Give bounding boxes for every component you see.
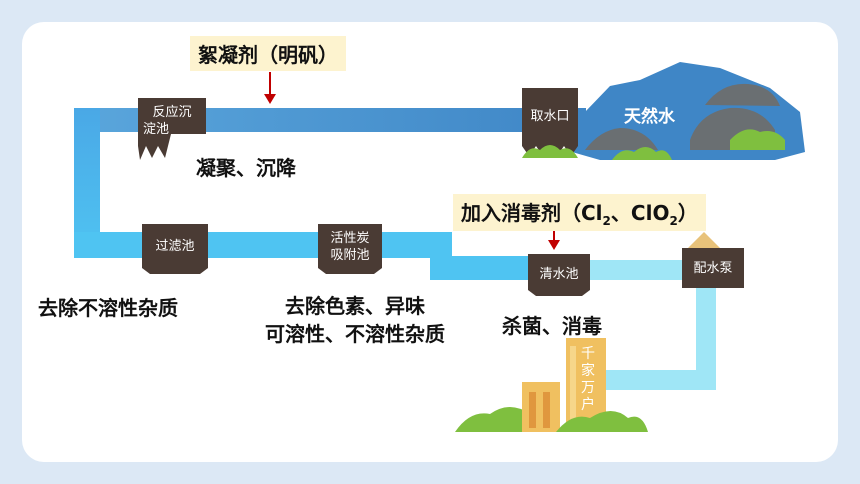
intake-box xyxy=(522,88,578,156)
town-scenery xyxy=(455,338,648,432)
filter-box xyxy=(142,224,208,274)
pipe-to-town xyxy=(600,370,716,390)
reaction-label-line1: 反应沉 xyxy=(152,105,192,120)
disinfectant-sub2: 2 xyxy=(669,214,678,228)
filter-label: 过滤池 xyxy=(155,239,195,254)
coagulate-settle-label: 凝聚、沉降 xyxy=(196,156,296,180)
pump-box xyxy=(682,248,744,288)
disinfectant-callout: 加入消毒剂（Cl2、ClO2） xyxy=(453,194,706,231)
reaction-label: 反应沉 淀池 xyxy=(138,104,206,138)
carbon-box xyxy=(318,224,382,274)
pump-roof xyxy=(688,232,720,248)
disinfectant-sub1: 2 xyxy=(602,214,611,228)
station-shapes xyxy=(138,88,744,296)
reaction-box xyxy=(138,98,206,160)
carbon-label: 活性炭 吸附池 xyxy=(318,230,382,264)
intake-label: 取水口 xyxy=(530,109,570,124)
households-label: 千家万户 xyxy=(581,346,595,413)
natural-water-scenery xyxy=(565,62,805,160)
remove-insoluble-label: 去除不溶性杂质 xyxy=(38,296,178,320)
reaction-label-line2: 淀池 xyxy=(143,122,170,137)
grass xyxy=(522,145,672,160)
carbon-label-line1: 活性炭 xyxy=(330,231,370,246)
pipe-lower xyxy=(430,256,538,280)
disinfectant-suffix: ） xyxy=(677,201,698,225)
clear-label: 清水池 xyxy=(539,267,579,282)
pump-label: 配水泵 xyxy=(693,261,733,276)
natural-water-label: 天然水 xyxy=(624,107,675,127)
disinfectant-mid: 、ClO xyxy=(610,201,670,225)
remove-color-line2: 可溶性、不溶性杂质 xyxy=(265,322,445,346)
disinfectant-prefix: 加入消毒剂（Cl xyxy=(461,201,603,225)
remove-color-label: 去除色素、异味 可溶性、不溶性杂质 xyxy=(240,292,470,348)
dosing-arrows xyxy=(264,72,560,250)
coagulant-callout: 絮凝剂（明矾） xyxy=(190,36,346,71)
sterilize-label: 杀菌、消毒 xyxy=(502,314,602,338)
clear-box xyxy=(528,254,590,296)
pipe-down xyxy=(696,286,716,386)
carbon-label-line2: 吸附池 xyxy=(330,248,370,263)
remove-color-line1: 去除色素、异味 xyxy=(285,294,425,318)
